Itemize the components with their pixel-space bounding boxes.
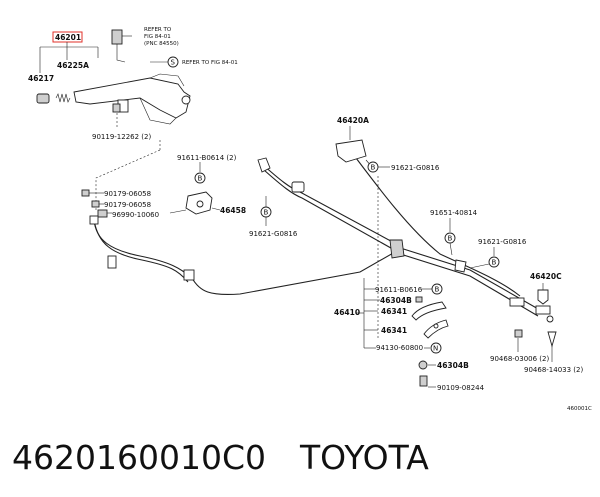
label-91611-b[interactable]: 91611-B0616 <box>375 286 423 294</box>
ref-text-4[interactable]: REFER TO FIG 84-01 <box>182 60 238 66</box>
lever-assembly-group: 46201 46225A 46217 REFER TO FIG 84-01 (P… <box>28 27 238 150</box>
label-90109[interactable]: 90109-08244 <box>437 384 485 392</box>
circle-b-3-text: B <box>264 209 269 217</box>
label-91621-b[interactable]: 91621-G0816 <box>391 164 440 172</box>
label-91621-a[interactable]: 91621-G0816 <box>249 230 298 238</box>
highlight-box <box>52 31 83 43</box>
circle-b-1 <box>194 172 206 184</box>
label-90468-a[interactable]: 90468-03006 (2) <box>490 355 549 363</box>
spring <box>55 93 71 103</box>
label-96990[interactable]: 96990-10060 <box>112 211 159 219</box>
lever-bracket-top <box>111 29 123 45</box>
part-caption: 4620160010C0 TOYOTA <box>12 438 429 478</box>
label-46304B-a[interactable]: 46304B <box>380 296 412 305</box>
rear-cable-group <box>257 149 554 323</box>
label-46458[interactable]: 46458 <box>220 206 246 215</box>
label-46420A[interactable]: 46420A <box>337 116 369 125</box>
circle-b-6-text: B <box>435 286 440 294</box>
circle-n-text: N <box>433 345 438 353</box>
label-46420C[interactable]: 46420C <box>530 272 562 281</box>
label-94130[interactable]: 94130-60800 <box>376 344 423 352</box>
label-90179-a[interactable]: 90179-06058 <box>104 190 151 198</box>
circle-n <box>430 342 442 354</box>
circle-b-6 <box>431 283 443 295</box>
clamp-46341-b <box>423 319 449 339</box>
ref-text-1[interactable]: REFER TO <box>144 27 172 33</box>
label-46225A[interactable]: 46225A <box>57 61 89 70</box>
label-90468-b[interactable]: 90468-14033 (2) <box>524 366 583 374</box>
bracket-46420A <box>335 139 367 163</box>
label-91651[interactable]: 91651-40814 <box>430 209 478 217</box>
clip-90468-b <box>547 331 557 348</box>
bracket-46420C <box>537 289 549 305</box>
left-fastener-group: 91611-B0614 (2) B 90179-06058 90179-0605… <box>81 154 246 219</box>
circle-b-1-text: B <box>198 175 203 183</box>
clamp-46341-a <box>411 301 447 321</box>
label-91621-c[interactable]: 91621-G0816 <box>478 238 527 246</box>
rear-cable-right <box>349 149 521 297</box>
label-46304B-b[interactable]: 46304B <box>437 361 469 370</box>
ref-text-2[interactable]: FIG 84-01 <box>144 34 171 40</box>
circle-b-4-text: B <box>448 235 453 243</box>
ref-text-3[interactable]: (PNC 84550) <box>144 41 179 47</box>
grommet-46304B <box>418 360 428 370</box>
lever-handle <box>73 77 191 119</box>
label-90179-b[interactable]: 90179-06058 <box>104 201 151 209</box>
circle-s-text: S <box>171 59 176 67</box>
label-46217[interactable]: 46217 <box>28 74 54 83</box>
part-number: 4620160010C0 <box>12 438 266 477</box>
cable-end-right <box>509 297 525 307</box>
label-91611-a[interactable]: 91611-B0614 (2) <box>177 154 237 162</box>
group-46410: 46410 91611-B0616 B 46304B 46341 46341 9… <box>334 278 485 392</box>
bracket-46420A-group: 46420A B 91621-G0816 <box>335 116 440 340</box>
brand-name: TOYOTA <box>300 438 429 477</box>
circle-b-5 <box>488 256 500 268</box>
label-90119[interactable]: 90119-12262 (2) <box>92 133 151 141</box>
diagram-code: 460001C <box>567 406 592 412</box>
label-46341-a[interactable]: 46341 <box>381 307 407 316</box>
label-46410[interactable]: 46410 <box>334 308 360 317</box>
front-cable-group <box>89 215 396 296</box>
front-cable <box>93 219 396 296</box>
bolt-90119 <box>112 103 121 113</box>
lever-knob <box>36 93 50 104</box>
label-46341-b[interactable]: 46341 <box>381 326 407 335</box>
parking-brake-parts-diagram: 46201 46225A 46217 REFER TO FIG 84-01 (P… <box>28 27 592 412</box>
bolt-90109 <box>419 375 428 387</box>
label-46201[interactable]: 46201 <box>55 33 81 42</box>
circle-b-2-text: B <box>371 164 376 172</box>
circle-b-5-text: B <box>492 259 497 267</box>
clip-90468-a <box>514 329 523 338</box>
